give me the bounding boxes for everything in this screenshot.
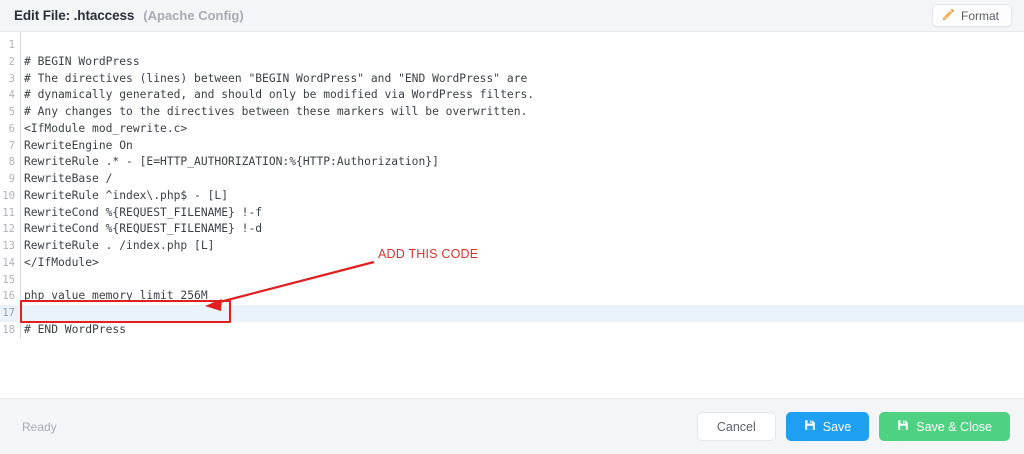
- line-number: 5: [8, 106, 15, 118]
- line-text: RewriteRule .* - [E=HTTP_AUTHORIZATION:%…: [24, 155, 439, 169]
- line-text: RewriteBase /: [24, 172, 113, 185]
- code-line[interactable]: 13 RewriteRule . /index.php [L]: [0, 238, 1024, 255]
- line-text: # Any changes to the directives between …: [24, 105, 528, 118]
- line-number: 17: [2, 307, 15, 319]
- save-and-close-button[interactable]: Save & Close: [879, 412, 1010, 441]
- line-number: 1: [8, 39, 15, 51]
- code-line[interactable]: 5 # Any changes to the directives between…: [0, 104, 1024, 121]
- line-text: # END WordPress: [24, 322, 127, 336]
- line-text: <IfModule mod_rewrite.c>: [24, 121, 188, 135]
- line-number: 16: [2, 290, 15, 303]
- floppy-disk-icon: [804, 419, 816, 434]
- line-text: RewriteCond %{REQUEST_FILENAME} !-f: [24, 205, 263, 219]
- line-number: 9: [8, 173, 15, 185]
- code-line[interactable]: 4 # dynamically generated, and should onl…: [0, 87, 1024, 104]
- line-text: # The directives (lines) between "BEGIN …: [24, 71, 528, 85]
- format-button[interactable]: Format: [931, 4, 1012, 27]
- code-line[interactable]: 15: [0, 272, 1024, 289]
- line-number: 15: [2, 273, 15, 286]
- line-text: RewriteRule ^index\.php$ - [L]: [24, 188, 229, 202]
- code-line[interactable]: 17: [0, 305, 1024, 322]
- dialog-header: Edit File: .htaccess (Apache Config) For…: [0, 0, 1024, 32]
- line-number: 13: [2, 240, 15, 252]
- line-text: # BEGIN WordPress: [24, 54, 140, 68]
- cancel-button-label: Cancel: [716, 419, 756, 434]
- code-line[interactable]: 11 RewriteCond %{REQUEST_FILENAME} !-f: [0, 205, 1024, 222]
- code-line[interactable]: 10 RewriteRule ^index\.php$ - [L]: [0, 188, 1024, 205]
- code-line[interactable]: 2 # BEGIN WordPress: [0, 54, 1024, 71]
- code-line[interactable]: 14 </IfModule>: [0, 255, 1024, 272]
- line-text: php_value memory_limit 256M: [24, 289, 208, 303]
- line-number: 12: [2, 223, 15, 236]
- code-line[interactable]: 3 # The directives (lines) between "BEGIN…: [0, 71, 1024, 88]
- code-line[interactable]: 8 RewriteRule .* - [E=HTTP_AUTHORIZATION:…: [0, 154, 1024, 171]
- line-number: 18: [2, 323, 15, 336]
- line-number: 7: [8, 139, 15, 152]
- gutter-divider: [20, 32, 21, 339]
- code-line[interactable]: 9 RewriteBase /: [0, 171, 1024, 188]
- file-type-label: (Apache Config): [143, 8, 244, 23]
- format-button-label: Format: [960, 8, 999, 23]
- code-line[interactable]: 7 RewriteEngine On: [0, 138, 1024, 155]
- save-button-label: Save: [822, 419, 852, 434]
- floppy-disk-icon: [897, 419, 909, 434]
- dialog-footer: Ready Cancel Save: [0, 398, 1024, 454]
- code-line[interactable]: 1: [0, 37, 1024, 54]
- line-number: 14: [2, 256, 15, 269]
- footer-buttons: Cancel Save: [696, 412, 1010, 441]
- line-number: 8: [8, 156, 15, 169]
- save-button[interactable]: Save: [785, 412, 870, 441]
- code-line[interactable]: 18 # END WordPress: [0, 322, 1024, 339]
- line-text: </IfModule>: [24, 255, 99, 269]
- line-text: RewriteCond %{REQUEST_FILENAME} !-d: [24, 222, 263, 236]
- line-text: RewriteEngine On: [24, 138, 133, 152]
- line-text: RewriteRule . /index.php [L]: [24, 239, 215, 252]
- code-line[interactable]: 6 <IfModule mod_rewrite.c>: [0, 121, 1024, 138]
- line-number: 4: [8, 89, 15, 102]
- code-line[interactable]: 12 RewriteCond %{REQUEST_FILENAME} !-d: [0, 221, 1024, 238]
- line-number: 10: [2, 189, 15, 202]
- line-number: 11: [2, 206, 15, 219]
- code-line[interactable]: 16 php_value memory_limit 256M: [0, 288, 1024, 305]
- line-text: # dynamically generated, and should only…: [24, 88, 535, 102]
- line-number: 2: [8, 55, 15, 68]
- line-number: 3: [8, 72, 15, 85]
- pen-icon: [942, 8, 955, 24]
- save-and-close-button-label: Save & Close: [916, 419, 992, 434]
- status-text: Ready: [22, 419, 57, 434]
- page-title: Edit File: .htaccess: [14, 8, 135, 23]
- line-number: 6: [8, 122, 15, 135]
- cancel-button[interactable]: Cancel: [696, 412, 776, 441]
